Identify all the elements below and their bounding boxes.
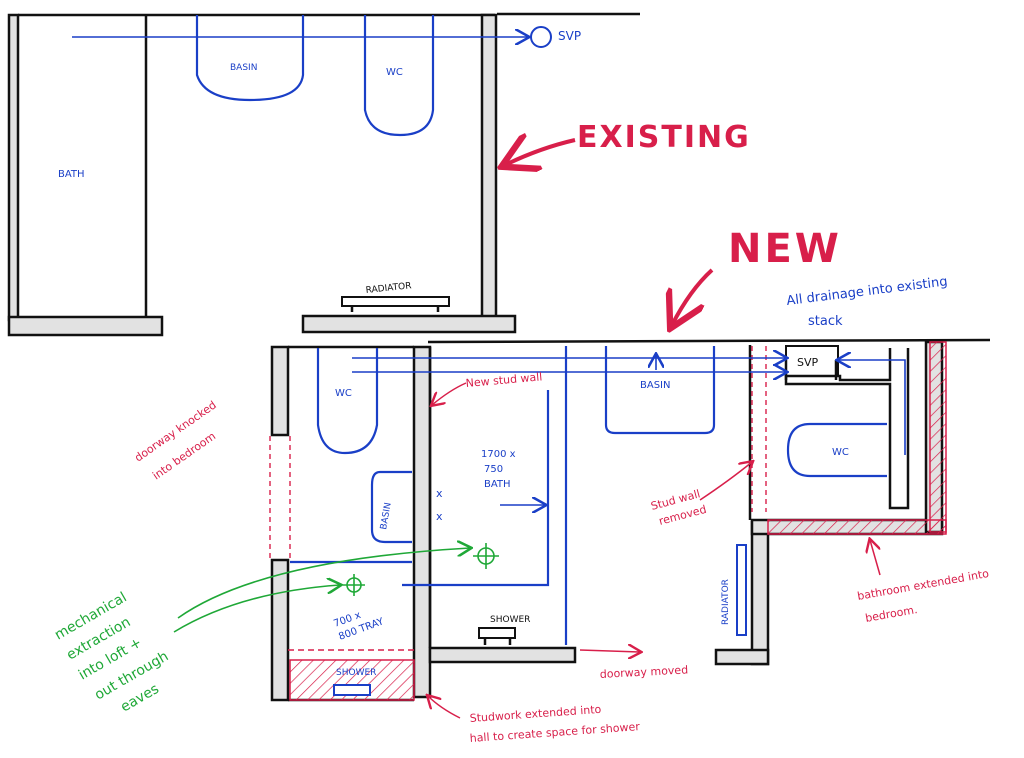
new-wc-left-label: WC — [335, 388, 352, 399]
drainage-note-line1: All drainage into existing — [786, 274, 949, 309]
svg-text:x: x — [436, 487, 443, 500]
drainage-note-line2: stack — [808, 314, 843, 329]
doorway-moved-arrow — [579, 650, 640, 652]
new-left-basin-outline — [370, 470, 412, 544]
new-left-outer-wall-top — [270, 345, 290, 437]
new-right-basin-outline — [604, 346, 716, 435]
new-top-wall — [427, 338, 991, 344]
new-basin-right-label: BASIN — [640, 380, 670, 391]
existing-callout-arrow — [505, 140, 576, 165]
new-bath-dims-line1: 1700 x — [481, 449, 516, 460]
new-stud-wall-arrow — [432, 382, 467, 405]
new-wc-enclosure — [784, 348, 910, 510]
new-mid-wall — [412, 345, 432, 699]
new-right-bottom-wall — [714, 648, 770, 666]
new-basin-left-label: BASIN — [379, 502, 394, 531]
new-radiator-symbol — [736, 544, 747, 636]
existing-radiator-label: RADIATOR — [365, 281, 412, 296]
new-svp-label: SVP — [797, 356, 819, 369]
existing-right-wall — [480, 13, 498, 319]
doorway-moved-label: doorway moved — [599, 663, 688, 681]
existing-wc-outline — [363, 15, 435, 137]
svg-text:x: x — [436, 510, 443, 523]
stud-wall-removed-arrow — [699, 462, 752, 501]
new-callout-arrow — [672, 268, 714, 325]
new-shower-left-label: SHOWER — [336, 668, 376, 678]
existing-svp-symbol — [530, 26, 552, 48]
extraction-fan-lower — [343, 574, 365, 596]
new-right-wc-outline — [786, 422, 887, 478]
new-stud-wall-label: New stud wall — [465, 370, 543, 390]
existing-basin-outline — [195, 15, 305, 102]
existing-basin-label: BASIN — [230, 63, 257, 73]
new-left-shower-tray — [333, 684, 371, 696]
existing-wc-label: WC — [386, 67, 403, 78]
new-bathroom-extension-hatch — [767, 519, 947, 535]
new-shower-mid-label: SHOWER — [490, 615, 530, 625]
new-bottom-mid-wall — [428, 646, 577, 664]
bathroom-extended-arrow — [870, 540, 881, 576]
existing-callout-label: EXISTING — [577, 120, 751, 155]
new-bath-dims-line3: BATH — [484, 479, 511, 490]
new-callout-label: NEW — [728, 226, 842, 272]
extraction-fan-upper — [473, 543, 499, 569]
existing-left-wall — [7, 13, 20, 322]
new-left-outer-wall-bottom — [270, 558, 290, 702]
bathroom-extended-line1: bathroom extended into — [856, 567, 990, 603]
existing-plan: BATH BASIN WC RADIATOR SVP EXISTING — [7, 12, 751, 337]
new-bath-dims-line2: 750 — [484, 464, 503, 475]
existing-bath-label: BATH — [58, 169, 85, 180]
existing-radiator-symbol — [341, 296, 450, 307]
new-wc-right-label: WC — [832, 447, 849, 458]
studwork-line1: Studwork extended into — [469, 703, 602, 725]
existing-bottom-right-wall — [301, 314, 517, 334]
new-right-lower-wall — [750, 520, 770, 666]
studwork-arrow — [428, 696, 461, 719]
new-bath-outline — [402, 346, 568, 645]
new-left-wc-outline — [316, 348, 379, 455]
existing-svp-label: SVP — [558, 29, 581, 43]
new-mid-shower-tray — [478, 627, 516, 639]
new-radiator-label: RADIATOR — [721, 579, 731, 625]
bathroom-extended-line2: bedroom. — [864, 603, 918, 625]
existing-bottom-left-wall — [7, 315, 164, 337]
studwork-line2: hall to create space for shower — [469, 720, 640, 745]
new-plan: x x — [52, 226, 990, 745]
